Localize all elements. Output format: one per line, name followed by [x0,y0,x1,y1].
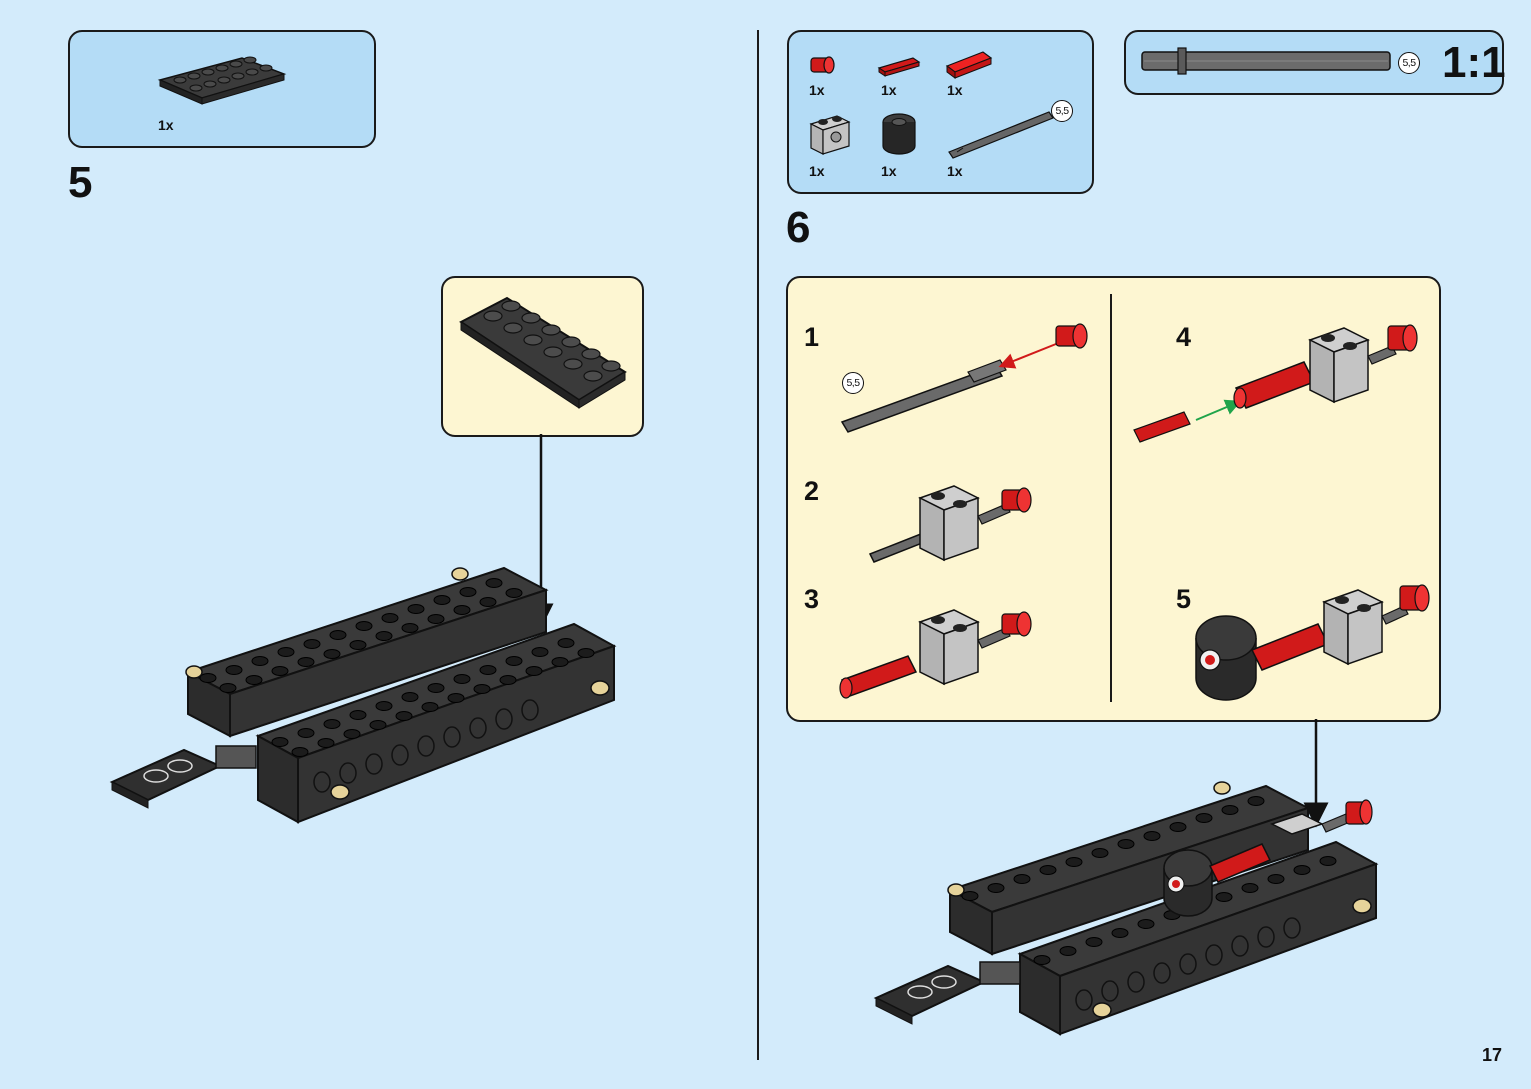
substep1-assembly [840,323,1088,433]
substep-number: 2 [804,476,820,506]
black-plate-2x6-icon [459,296,627,409]
step6-substeps: 1 5,5 2 3 4 [786,276,1441,722]
part-qty: 1x [809,82,825,98]
substep4-assembly [1133,324,1418,443]
substep-length-badge: 5,5 [842,372,864,394]
scale-reference: 5,5 1:1 [1124,30,1506,95]
placement-arrow [528,434,554,629]
substep2-assembly [868,485,1032,563]
part-qty: 1x [947,163,963,179]
red-axle-connector-icon [945,51,993,79]
substep5-assembly [1195,584,1430,701]
substep3-assembly [839,609,1032,699]
page-number: 17 [1482,1045,1503,1065]
chassis-model-with-wheel-assembly [873,781,1379,1036]
part-qty: 1x [809,163,825,179]
step-number: 5 [68,158,93,207]
axle-length-badge: 5,5 [1051,100,1073,122]
step5-callout [441,276,644,437]
axle-scale-icon [1141,47,1391,75]
scale-length-badge: 5,5 [1398,52,1420,74]
step-number: 6 [786,203,811,252]
scale-label: 1:1 [1442,38,1506,87]
red-connector-bush-icon [810,56,835,74]
light-gray-technic-brick-icon [809,115,851,155]
dark-gray-axle-icon [948,111,1054,159]
substep-number: 3 [804,584,820,614]
step5-parts-list: 1x [68,30,376,148]
part-qty: 1x [158,117,174,133]
part-qty: 1x [881,82,897,98]
black-round-brick-icon [882,113,916,155]
page-divider [757,30,759,1060]
substep-number: 5 [1176,584,1192,614]
placement-arrow [1303,719,1329,828]
red-axle-connector-small-icon [877,57,921,77]
substep-number: 1 [804,322,820,352]
part-qty: 1x [947,82,963,98]
substep-number: 4 [1176,322,1192,352]
part-qty: 1x [881,163,897,179]
substep-divider [1110,294,1112,702]
chassis-model [109,566,617,824]
step6-parts-list: 1x 1x 1x 1x 1x 1x 5,5 [787,30,1094,194]
black-plate-2x6-icon [157,56,287,105]
